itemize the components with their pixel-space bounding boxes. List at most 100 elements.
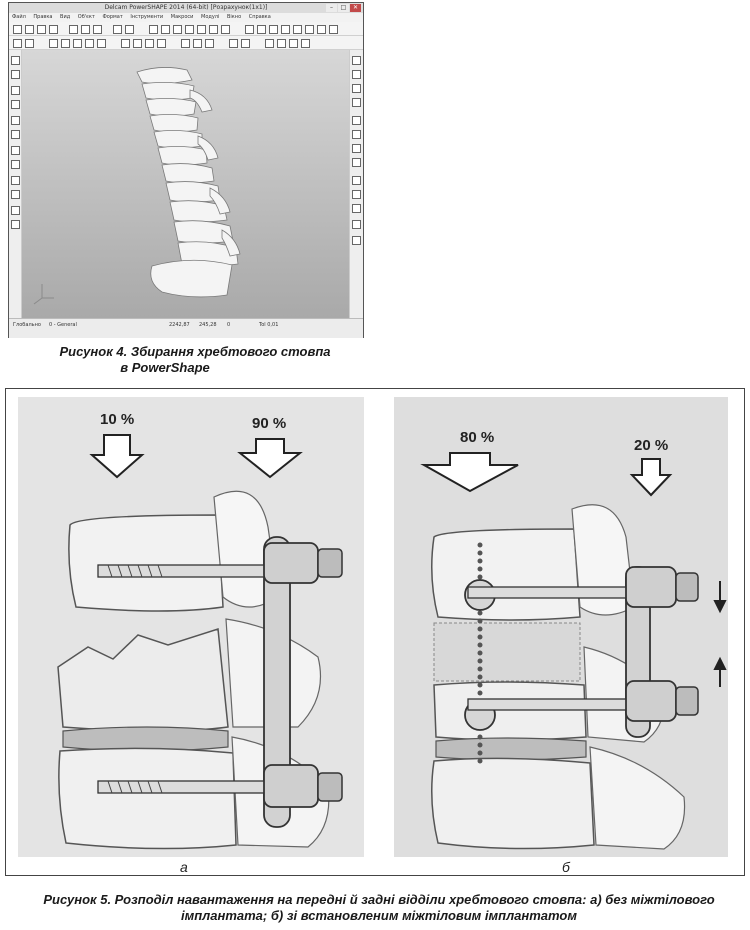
wireframe-icon[interactable] xyxy=(13,39,22,48)
mesh-icon[interactable] xyxy=(221,25,230,34)
anterior-plate-chain-b xyxy=(477,542,483,764)
offset-icon[interactable] xyxy=(97,39,106,48)
surface-tool-icon[interactable] xyxy=(11,116,20,125)
delete-icon[interactable] xyxy=(121,39,130,48)
panel-b: 80 % 20 % xyxy=(394,397,728,857)
dimension-icon[interactable] xyxy=(245,25,254,34)
menu-tools[interactable]: Інструменти xyxy=(130,14,164,20)
level-selector[interactable]: 0 - General xyxy=(49,322,77,328)
hidden-line-icon[interactable] xyxy=(352,236,361,245)
wire-sphere-icon[interactable] xyxy=(352,204,361,213)
large-load-arrow-a xyxy=(237,438,303,479)
edit-icon[interactable] xyxy=(25,39,34,48)
view-side-icon[interactable] xyxy=(352,84,361,93)
curve-icon[interactable] xyxy=(185,25,194,34)
measure-icon[interactable] xyxy=(241,39,250,48)
text-icon[interactable] xyxy=(257,25,266,34)
coordinate-mode[interactable]: Глобально xyxy=(13,322,41,328)
ungroup-icon[interactable] xyxy=(277,39,286,48)
rotate-icon[interactable] xyxy=(61,39,70,48)
undo-icon[interactable] xyxy=(113,25,122,34)
zoom-out-icon[interactable] xyxy=(352,130,361,139)
unblank-icon[interactable] xyxy=(301,39,310,48)
scale-icon[interactable] xyxy=(85,39,94,48)
shading-icon[interactable] xyxy=(317,25,326,34)
fillet-icon[interactable] xyxy=(157,39,166,48)
minimize-icon[interactable]: – xyxy=(326,4,337,12)
revolve-icon[interactable] xyxy=(205,39,214,48)
menu-macros[interactable]: Макроси xyxy=(170,14,194,20)
mirror-icon[interactable] xyxy=(73,39,82,48)
arc-icon[interactable] xyxy=(173,25,182,34)
menu-window[interactable]: Вікно xyxy=(226,14,242,20)
window-titlebar: Delcam PowerSHAPE 2014 (64-bit) [Розраху… xyxy=(9,3,363,13)
assembly-tool-icon[interactable] xyxy=(11,190,20,199)
cursor-icon[interactable] xyxy=(11,56,20,65)
blank-icon[interactable] xyxy=(289,39,298,48)
view-top-icon[interactable] xyxy=(352,56,361,65)
figure-5-caption-line2: імплантата; б) зі встановленим міжтілови… xyxy=(181,908,577,923)
select-icon[interactable] xyxy=(149,25,158,34)
workplane-icon[interactable] xyxy=(269,25,278,34)
model-icon[interactable] xyxy=(293,25,302,34)
lighting-icon[interactable] xyxy=(352,220,361,229)
shaded-sphere-icon[interactable] xyxy=(352,190,361,199)
zoom-fit-icon[interactable] xyxy=(352,144,361,153)
maximize-icon[interactable]: □ xyxy=(338,4,349,12)
menu-view[interactable]: Вид xyxy=(60,14,71,20)
window-controls: –□✕ xyxy=(325,4,361,12)
menu-modules[interactable]: Модулі xyxy=(201,14,220,20)
paste-icon[interactable] xyxy=(93,25,102,34)
3d-viewport[interactable] xyxy=(22,50,349,318)
lower-vertebra-a xyxy=(58,747,237,850)
view-iso-icon[interactable] xyxy=(352,98,361,107)
group-icon[interactable] xyxy=(265,39,274,48)
tolerance-readout: Tol 0,01 xyxy=(259,322,279,328)
menu-help[interactable]: Справка xyxy=(248,14,271,20)
solid-tool-icon[interactable] xyxy=(11,146,20,155)
boolean-icon[interactable] xyxy=(181,39,190,48)
blend-icon[interactable] xyxy=(145,39,154,48)
move-icon[interactable] xyxy=(49,39,58,48)
intervertebral-disc-b xyxy=(435,737,587,761)
copy-icon[interactable] xyxy=(81,25,90,34)
open-file-icon[interactable] xyxy=(25,25,34,34)
lower-nut-a xyxy=(317,772,343,802)
settings-icon[interactable] xyxy=(329,25,338,34)
workplane-tool-icon[interactable] xyxy=(11,100,20,109)
menu-object[interactable]: Об'єкт xyxy=(77,14,95,20)
zoom-window-icon[interactable] xyxy=(352,158,361,167)
redo-icon[interactable] xyxy=(125,25,134,34)
trim-icon[interactable] xyxy=(133,39,142,48)
cube-tool-icon[interactable] xyxy=(11,206,20,215)
curve-tool-icon[interactable] xyxy=(11,130,20,139)
render-icon[interactable] xyxy=(305,25,314,34)
analysis-icon[interactable] xyxy=(229,39,238,48)
upper-screw-head-a xyxy=(263,542,319,584)
menu-edit[interactable]: Правка xyxy=(33,14,53,20)
point-icon[interactable] xyxy=(11,70,20,79)
mesh-tool-icon[interactable] xyxy=(11,160,20,169)
right-toolbox xyxy=(349,50,363,318)
menu-file[interactable]: Файл xyxy=(12,14,26,20)
new-file-icon[interactable] xyxy=(13,25,22,34)
box-tool-icon[interactable] xyxy=(11,220,20,229)
solid-icon[interactable] xyxy=(209,25,218,34)
surface-icon[interactable] xyxy=(197,25,206,34)
posterior-load-b: 20 % xyxy=(634,437,669,454)
extrude-icon[interactable] xyxy=(193,39,202,48)
feature-tool-icon[interactable] xyxy=(11,176,20,185)
view-front-icon[interactable] xyxy=(352,70,361,79)
level-icon[interactable] xyxy=(281,25,290,34)
globe-icon[interactable] xyxy=(352,176,361,185)
cut-icon[interactable] xyxy=(69,25,78,34)
close-icon[interactable]: ✕ xyxy=(350,4,361,12)
triangle-icon[interactable] xyxy=(11,86,20,95)
print-icon[interactable] xyxy=(49,25,58,34)
upper-nut-a xyxy=(317,548,343,578)
menu-format[interactable]: Формат xyxy=(102,14,123,20)
save-icon[interactable] xyxy=(37,25,46,34)
line-icon[interactable] xyxy=(161,25,170,34)
zoom-in-icon[interactable] xyxy=(352,116,361,125)
lower-vertebra-b xyxy=(431,757,595,850)
